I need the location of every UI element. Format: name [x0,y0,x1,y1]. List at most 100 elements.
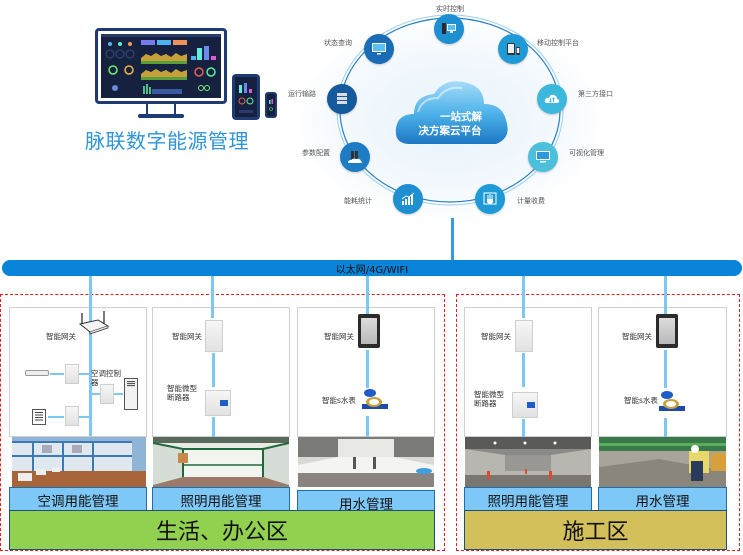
link-construction-water-meter [664,350,667,388]
water-meter-label-construction: 智能s水表 [624,396,658,405]
feature-label-realtime-control: 实时控制 [436,5,464,13]
tablet-device [232,74,260,120]
feature-operation-route[interactable] [327,84,357,114]
feature-label-metering-billing: 计量收费 [517,197,545,205]
display-icon [372,43,386,55]
zone-label-living-office[interactable]: 生活、办公区 [9,510,435,550]
feature-third-party-api[interactable] [537,84,567,114]
gateway-label-ac: 智能网关 [46,332,76,341]
category-construction-lighting[interactable]: 照明用能管理 [464,487,592,512]
smart-gateway-dark-icon [358,314,380,348]
link-water-gateway [366,276,369,314]
water-meter-icon [659,391,685,411]
link-ac-controller-3 [91,393,100,395]
feature-label-mobile-control: 移动控制平台 [537,39,579,47]
desktop-computer-icon [442,23,456,34]
category-ac-energy[interactable]: 空调用能管理 [9,487,147,512]
platform-uplink [451,218,454,262]
tablet-phone-icon [507,43,520,55]
monitor-icon [536,151,550,163]
feature-realtime-control[interactable] [434,14,464,44]
ac-controller-label: 空调控制 器 [91,369,121,387]
link-cabinet-ac [114,393,123,395]
cloud-platform-title: 一站式解 决方案云平台 [400,110,500,138]
feature-energy-stats[interactable] [393,184,423,214]
breaker-label-line1: 智能微型 [474,390,504,399]
photo-office-interior [153,437,289,487]
server-rack-icon [337,93,347,104]
link-construction-water-photo [664,418,667,437]
ac-controller-icon [100,384,114,404]
link-ac-controller-2 [79,416,89,418]
breaker-label-lighting: 智能微型 断路器 [167,384,197,402]
feature-parameter-config[interactable] [340,142,370,172]
link-construction-lighting-breaker [522,353,525,387]
smart-breaker-icon [205,390,231,416]
server-cloud-icon [348,151,362,163]
wifi-router-icon [78,311,110,335]
ac-controller-label-line2: 器 [91,378,99,387]
link-construction-water-gateway [664,276,667,314]
ac-controller-icon [65,364,79,384]
zone-construction [456,294,740,551]
photo-dormitory-exterior [12,437,146,487]
gateway-label-construction-water: 智能网关 [622,332,652,341]
breaker-label-construction: 智能微型 断路器 [474,390,504,408]
zone-living-office [0,294,445,551]
gateway-label-water: 智能网关 [324,332,354,341]
heater-unit-icon [32,409,46,425]
smart-gateway-dark-icon [656,314,678,348]
network-bus: 以太网/4G/WIFI [2,260,742,276]
photo-construction-worker [599,437,726,487]
link-water-meter [366,350,369,388]
monitor-base [138,114,184,118]
smart-gateway-icon [205,320,223,352]
link-ac-controller-1 [79,373,89,375]
link-lighting-photo [212,417,215,437]
link-construction-lighting-photo [522,419,525,437]
monitor-stand [146,104,176,116]
gateway-label-lighting: 智能网关 [172,332,202,341]
cloud-title-line2: 决方案云平台 [418,125,482,137]
smart-breaker-icon [512,392,538,418]
link-lighting-breaker [212,353,215,387]
link-lighting-gateway [211,276,214,318]
feature-label-status-query: 状态查询 [324,39,352,47]
network-bus-label: 以太网/4G/WIFI [335,264,409,276]
category-construction-water[interactable]: 用水管理 [598,487,727,512]
feature-label-third-party-api: 第三方接口 [578,90,613,98]
breaker-label-line2: 断路器 [474,399,497,408]
feature-metering-billing[interactable] [475,184,505,214]
dashboard-monitor [95,28,227,104]
feature-label-parameter-config: 参数配置 [302,149,330,157]
cloud-transfer-icon [544,94,560,103]
feature-label-energy-stats: 能耗统计 [344,197,372,205]
category-lighting-energy[interactable]: 照明用能管理 [152,487,290,512]
zone-label-construction[interactable]: 施工区 [464,510,727,550]
bar-chart-icon [401,192,415,205]
water-meter-icon [362,389,388,409]
phone-device [265,92,277,118]
breaker-label-line2: 断路器 [167,393,190,402]
cabinet-ac-icon [124,378,138,410]
water-meter-label: 智能s水表 [322,396,356,405]
link-ac [89,276,92,436]
hand-meter-icon [483,192,497,205]
feature-label-visual-management: 可视化管理 [569,149,604,157]
link-split-ac [50,373,64,375]
cloud-title-line1: 一站式解 [440,111,482,123]
ac-controller-icon [65,406,79,426]
photo-underground-garage [465,437,591,487]
category-water[interactable]: 用水管理 [297,490,435,513]
breaker-label-line1: 智能微型 [167,384,197,393]
link-water-photo [366,416,369,437]
feature-status-query[interactable] [364,34,394,64]
cloud-platform-icon [395,81,508,144]
feature-mobile-control[interactable] [498,34,528,64]
ac-controller-label-line1: 空调控制 [91,369,121,378]
link-heater [48,416,64,418]
smart-gateway-icon [515,320,533,352]
feature-visual-management[interactable] [528,142,558,172]
brand-title: 脉联数字能源管理 [85,129,249,153]
dashboard-screen [101,34,221,98]
